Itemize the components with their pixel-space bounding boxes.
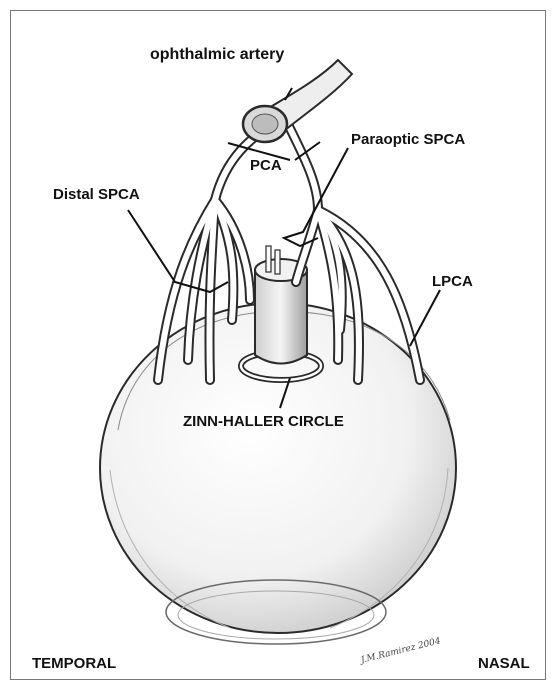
paraoptic-spca-label: Paraoptic SPCA [351,132,465,147]
nasal-label: NASAL [478,656,530,671]
distal-spca-label: Distal SPCA [53,187,140,202]
lpca-label: LPCA [432,274,473,289]
ophthalmic-artery-label: ophthalmic artery [150,47,284,63]
ophthalmic-artery-vessel [243,60,352,142]
temporal-label: TEMPORAL [32,656,116,671]
pca-label: PCA [250,158,282,173]
zinn-haller-circle-label: ZINN-HALLER CIRCLE [183,414,344,429]
